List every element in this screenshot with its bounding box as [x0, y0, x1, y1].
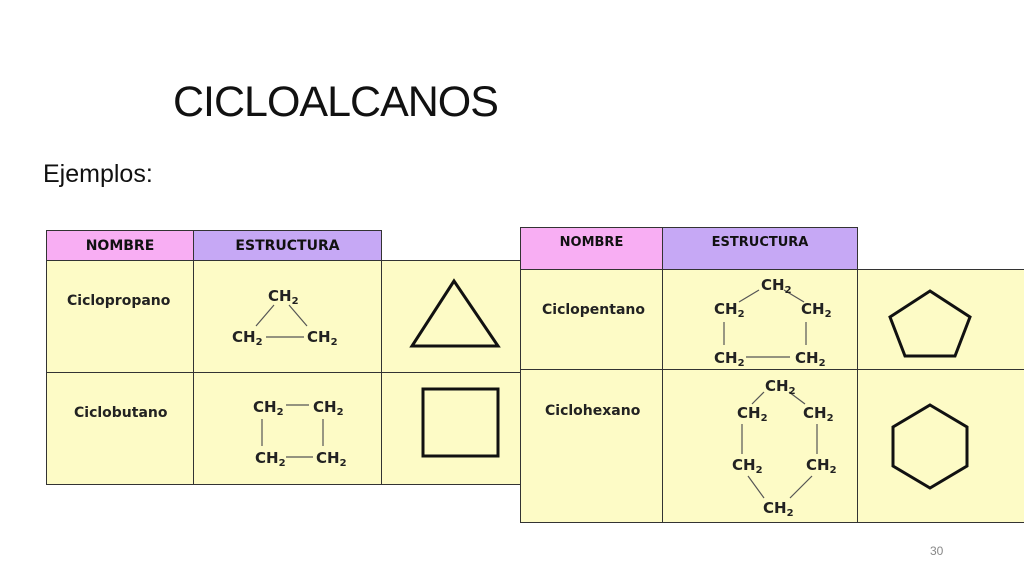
name-ciclohexano: Ciclohexano [545, 403, 641, 419]
bond-line [789, 475, 813, 499]
ch2-label: CH2 [761, 276, 792, 296]
ch2-label: CH2 [232, 328, 263, 348]
right-header-structure-cell: ESTRUCTURA [662, 227, 858, 270]
name-ciclobutano: Ciclobutano [74, 405, 168, 421]
right-header-name-cell: NOMBRE [520, 227, 663, 270]
bond-lines [255, 289, 818, 499]
bond-line [751, 391, 765, 405]
left-row2-name-cell [46, 372, 194, 485]
right-row1-structure-cell [662, 269, 858, 370]
ch2-label: CH2 [313, 398, 344, 418]
slide-title: CICLOALCANOS [173, 78, 499, 126]
ch2-label: CH2 [732, 456, 763, 476]
ch2-label: CH2 [316, 449, 347, 469]
hexagon-icon [891, 403, 969, 490]
right-row2-shape-cell [857, 369, 1024, 523]
triangle-icon [409, 278, 501, 348]
right-row1-shape-cell [857, 269, 1024, 370]
ch2-label: CH2 [714, 300, 745, 320]
ch2-label: CH2 [801, 300, 832, 320]
bond-line [288, 304, 308, 327]
name-ciclopropano: Ciclopropano [67, 293, 171, 309]
right-row2-name-cell [520, 369, 663, 523]
page-number: 30 [930, 544, 944, 558]
ch2-label: CH2 [806, 456, 837, 476]
ch2-label: CH2 [765, 377, 796, 397]
right-header-name: NOMBRE [559, 235, 624, 250]
ch2-label: CH2 [255, 449, 286, 469]
ch2-label: CH2 [253, 398, 284, 418]
slide-subtitle: Ejemplos: [43, 160, 153, 188]
bond-line [788, 391, 806, 405]
right-header-structure: ESTRUCTURA [711, 235, 809, 250]
left-header-structure-cell: ESTRUCTURA [193, 230, 382, 261]
ch2-label: CH2 [795, 349, 826, 369]
ch2-label: CH2 [268, 287, 299, 307]
ch2-label: CH2 [737, 404, 768, 424]
right-row1-name-cell [520, 269, 663, 370]
bond-line [738, 289, 760, 303]
bond-line [747, 475, 765, 499]
name-ciclopentano: Ciclopentano [542, 302, 645, 318]
square-icon [421, 387, 500, 458]
ch2-label: CH2 [307, 328, 338, 348]
right-row2-structure-cell [662, 369, 858, 523]
left-header-structure: ESTRUCTURA [235, 238, 340, 254]
pentagon-icon [888, 289, 972, 358]
bond-line [783, 289, 805, 303]
ch2-label: CH2 [803, 404, 834, 424]
left-header-name: NOMBRE [85, 238, 155, 254]
bond-line [255, 304, 275, 327]
ch2-label: CH2 [763, 499, 794, 519]
ch2-label: CH2 [714, 349, 745, 369]
